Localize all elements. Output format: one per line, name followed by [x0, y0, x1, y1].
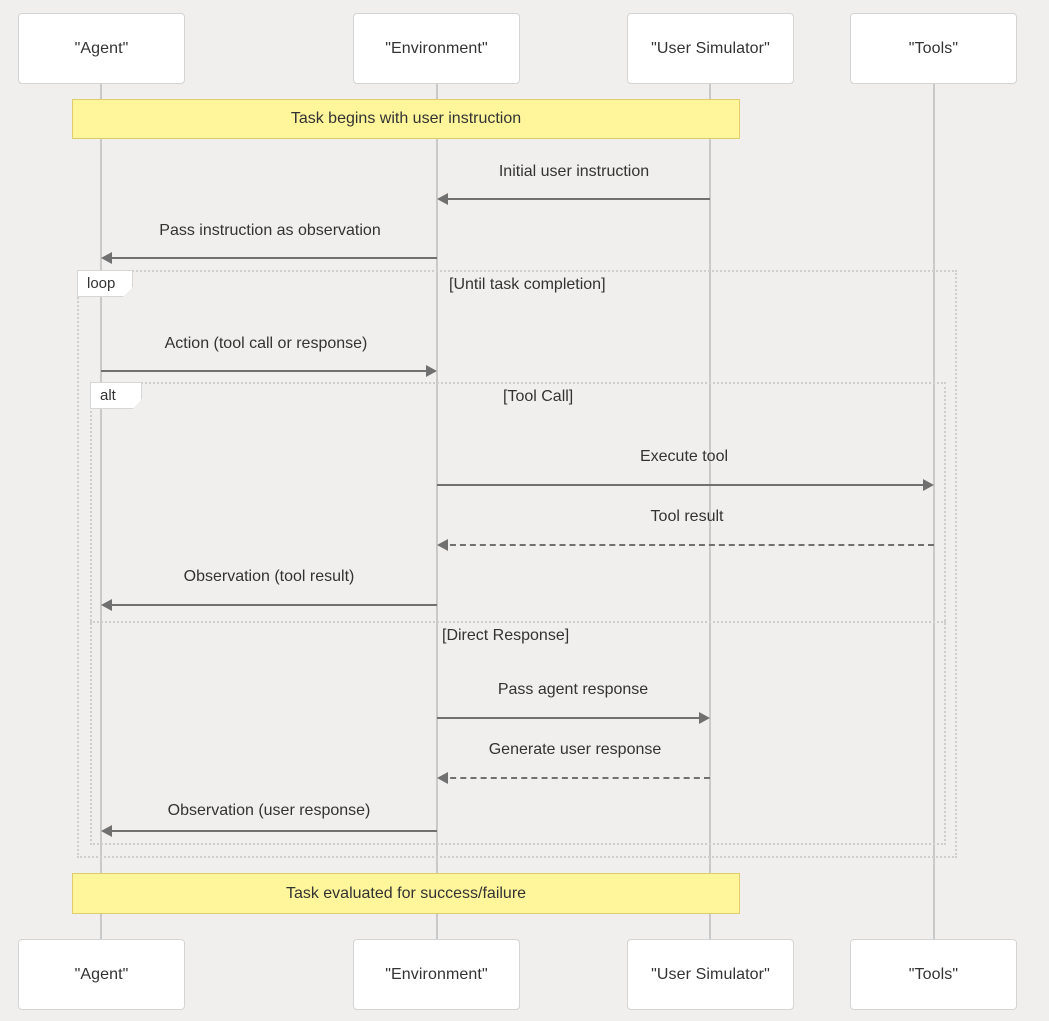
arrow-head-pass-instruction [101, 252, 112, 264]
message-line-initial-user-instruction [440, 198, 710, 200]
participant-environment-top[interactable]: "Environment" [353, 13, 520, 84]
fragment-alt-tab: alt [90, 382, 142, 409]
participant-label: "Environment" [385, 965, 488, 983]
participant-label: "User Simulator" [651, 39, 770, 57]
fragment-loop-box [77, 270, 957, 858]
participant-user-simulator-top[interactable]: "User Simulator" [627, 13, 794, 84]
participant-label: "Agent" [74, 965, 129, 983]
fragment-alt-divider [90, 621, 946, 623]
arrow-head-execute-tool [923, 479, 934, 491]
participant-environment-bottom[interactable]: "Environment" [353, 939, 520, 1010]
message-label-execute-tool: Execute tool [639, 448, 729, 465]
message-label-observation-tool-result: Observation (tool result) [183, 568, 355, 585]
note-task-evaluated: Task evaluated for success/failure [72, 873, 740, 914]
arrow-head-action [426, 365, 437, 377]
note-text: Task begins with user instruction [290, 110, 522, 127]
participant-tools-top[interactable]: "Tools" [850, 13, 1017, 84]
fragment-alt-alternative-condition: [Direct Response] [442, 627, 570, 644]
message-line-action [101, 370, 426, 372]
participant-user-simulator-bottom[interactable]: "User Simulator" [627, 939, 794, 1010]
message-line-execute-tool [437, 484, 923, 486]
message-label-pass-agent-response: Pass agent response [497, 681, 649, 698]
arrow-head-generate-user-response [437, 772, 448, 784]
participant-label: "Tools" [908, 965, 959, 983]
message-line-observation-tool-result [104, 604, 437, 606]
message-line-pass-agent-response [437, 717, 699, 719]
message-line-observation-user-response [104, 830, 437, 832]
note-text: Task evaluated for success/failure [285, 884, 527, 902]
message-line-generate-user-response [440, 777, 710, 779]
fragment-alt-condition: [Tool Call] [503, 388, 574, 405]
participant-label: "Agent" [74, 39, 129, 57]
message-line-pass-instruction [104, 257, 437, 259]
lifeline-environment [436, 84, 438, 940]
message-label-action: Action (tool call or response) [164, 335, 368, 352]
message-label-observation-user-response: Observation (user response) [167, 802, 371, 819]
fragment-loop-tab-label: loop [87, 275, 116, 292]
message-line-tool-result [440, 544, 934, 546]
fragment-loop-tab: loop [77, 270, 133, 297]
message-label-generate-user-response: Generate user response [488, 741, 662, 758]
message-label-initial-user-instruction: Initial user instruction [498, 163, 650, 180]
arrow-head-initial-user-instruction [437, 193, 448, 205]
lifeline-tools [933, 84, 935, 940]
fragment-loop-condition: [Until task completion] [449, 276, 606, 293]
participant-label: "Environment" [385, 39, 488, 57]
lifeline-agent [100, 84, 102, 940]
participant-label: "Tools" [908, 39, 959, 57]
participant-agent-top[interactable]: "Agent" [18, 13, 185, 84]
participant-agent-bottom[interactable]: "Agent" [18, 939, 185, 1010]
arrow-head-pass-agent-response [699, 712, 710, 724]
arrow-head-tool-result [437, 539, 448, 551]
lifeline-user-simulator [709, 84, 711, 940]
note-task-begins: Task begins with user instruction [72, 99, 740, 139]
arrow-head-observation-tool-result [101, 599, 112, 611]
fragment-alt-box [90, 382, 946, 845]
arrow-head-observation-user-response [101, 825, 112, 837]
fragment-alt-tab-label: alt [100, 387, 116, 404]
message-label-tool-result: Tool result [650, 508, 724, 525]
participant-tools-bottom[interactable]: "Tools" [850, 939, 1017, 1010]
message-label-pass-instruction: Pass instruction as observation [159, 222, 381, 239]
participant-label: "User Simulator" [651, 965, 770, 983]
